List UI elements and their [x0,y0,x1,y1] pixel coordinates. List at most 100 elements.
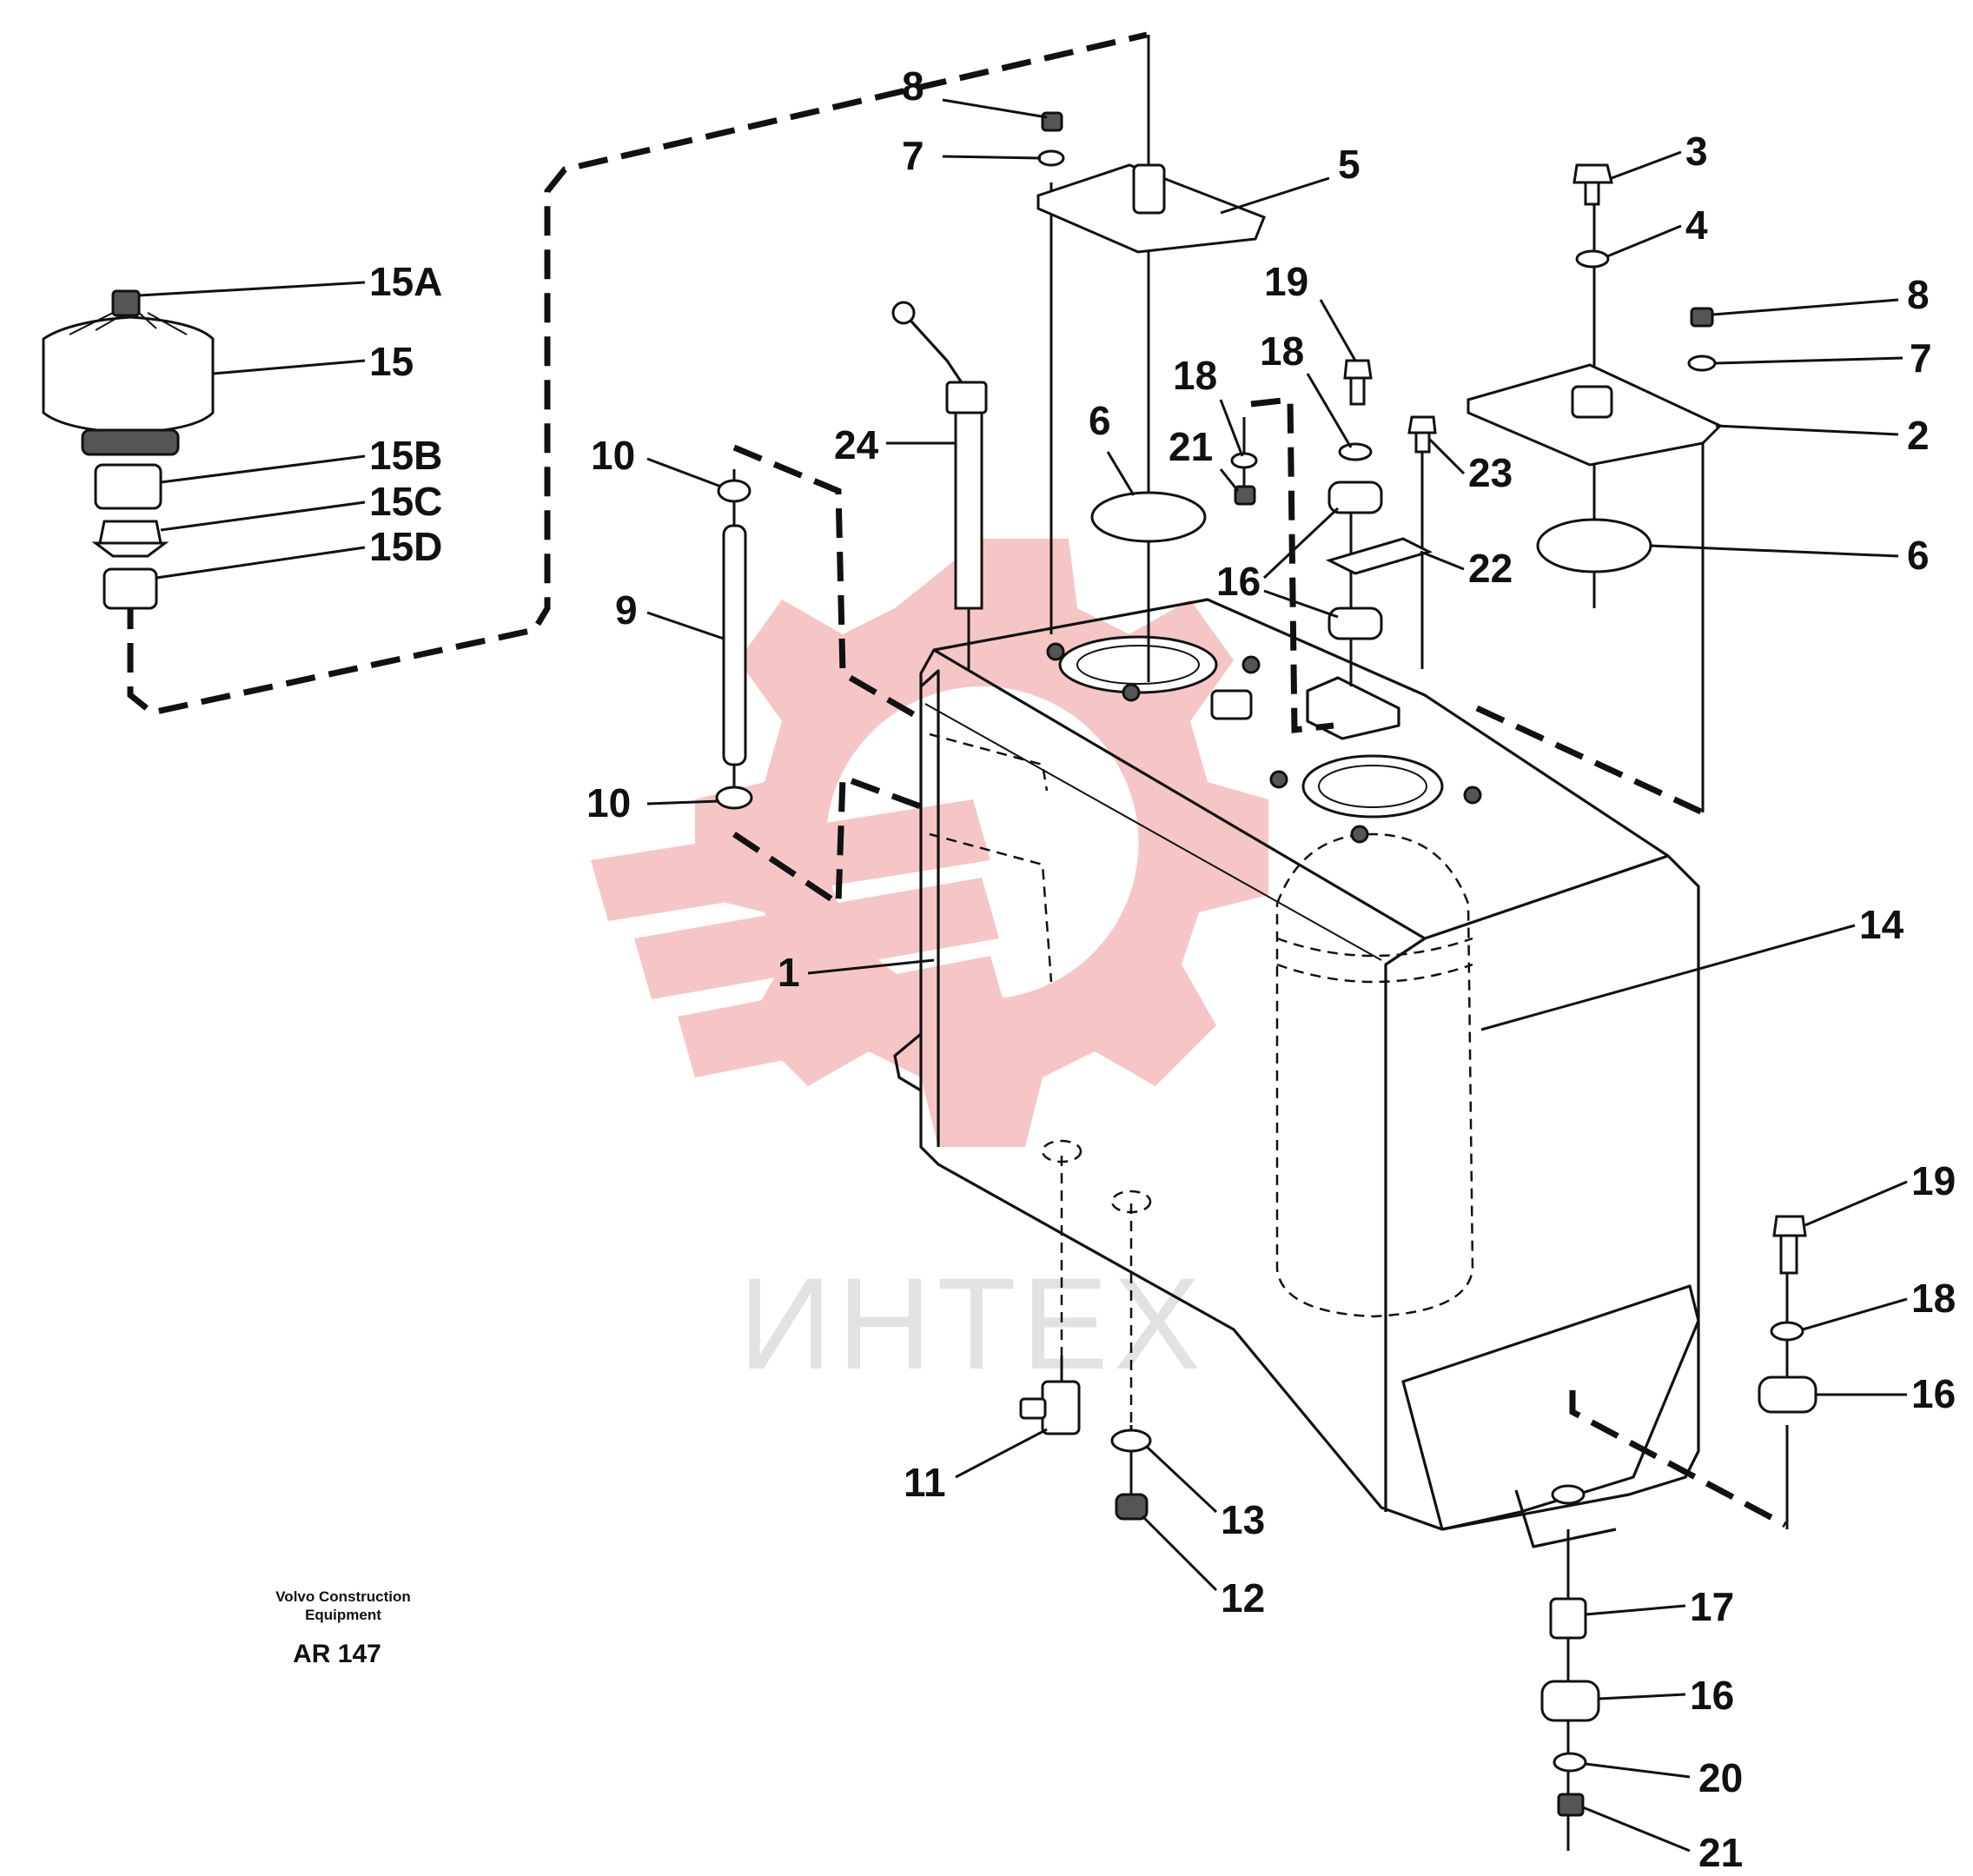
callouts: 8 7 5 15A 15 15B 15C 15D 24 6 10 9 10 1 … [369,63,1956,1875]
clip-10-top [717,479,751,503]
tank-side-plate [919,669,940,1147]
leader-6b [1650,544,1899,558]
dash-bracket-right [1569,1390,1787,1528]
bracket-outline [1401,1284,1700,1531]
callout-15d: 15D [369,524,442,569]
callout-15c: 15C [369,479,442,524]
pipe-24-group [891,301,988,610]
lower-bracket [1401,1284,1700,1548]
nut-8-right [1690,307,1714,328]
callout-13: 13 [1221,1497,1265,1542]
leader-15a [138,281,366,297]
bolt-3 [1572,163,1613,206]
nut-8-top [1041,111,1063,132]
leader-10b [646,799,720,805]
leader-14 [1480,924,1856,1031]
leader-8a [942,98,1048,119]
pipe-24-bend [902,311,966,388]
callout-19b: 19 [1911,1158,1956,1203]
callout-5: 5 [1338,142,1361,187]
leader-6a [1106,451,1135,496]
callout-16a: 16 [1216,559,1261,604]
filter-nut-15a [111,289,141,317]
leader-16a [1262,507,1340,580]
tank-side-tab [893,1032,923,1092]
leader-19a [1319,299,1357,361]
leader-23 [1427,437,1466,475]
tank-bolt-6 [1350,825,1369,844]
plate-5-boss [1132,163,1166,215]
tank-bracket-top [1306,676,1400,740]
callout-7b: 7 [1910,335,1932,381]
watermark-text: ИНТЕХ [738,1250,1206,1396]
tank-bolt-1 [1046,642,1065,661]
callout-23: 23 [1468,450,1513,495]
leader-16b [1263,589,1339,619]
leader-15c [160,500,366,532]
lower-mount-group [1540,1215,1817,1817]
hidden-pipe-upper [929,733,1053,983]
leader-18b [1219,399,1244,457]
leader-16d [1598,1693,1686,1700]
rubber-16-top [1327,481,1383,514]
filter-sleeve-15d [103,567,158,610]
upper-mount-group [1230,359,1437,640]
washer-18-top [1338,442,1373,461]
dash-filter-line [127,31,1148,716]
bolt-19-bottom [1772,1215,1807,1275]
leader-lines [138,98,1908,1853]
watermark-swoosh-2 [634,878,999,999]
valve-11-body [1041,1380,1081,1435]
leader-8b [1712,298,1899,316]
rubber-16-mid [1327,607,1383,640]
callout-7a: 7 [902,133,924,178]
callout-3: 3 [1685,129,1708,174]
hidden-drain-2-cap [1110,1190,1152,1214]
dash-pipe-top [732,444,927,725]
callout-15a: 15A [369,259,442,304]
leader-12 [1141,1515,1218,1592]
leader-5 [1220,176,1330,215]
clip-10-bottom [715,786,753,810]
callout-6b: 6 [1907,533,1930,578]
leader-21a [1219,468,1240,492]
callout-21b: 21 [1698,1830,1743,1875]
callout-2: 2 [1907,413,1930,458]
oring-6-left [1090,491,1207,543]
callout-20: 20 [1698,1755,1743,1800]
leader-11 [955,1428,1048,1479]
callout-8a: 8 [902,63,924,109]
plug-12 [1115,1493,1149,1521]
bracket-tab [1514,1489,1617,1548]
pipe-24-fitting [945,381,988,414]
tank-top-ring-inner [1076,645,1200,685]
callout-18c: 18 [1911,1276,1956,1321]
tank-front-panel [1384,854,1669,1512]
tank-fitting-1 [1210,689,1253,720]
leader-17 [1585,1604,1686,1616]
bolt-23 [1407,415,1437,454]
valve-11-spout [1019,1397,1047,1420]
plate-2-boss [1571,385,1613,419]
callout-17: 17 [1690,1584,1734,1629]
dash-mount-1 [1250,396,1334,733]
callout-16d: 16 [1690,1673,1734,1718]
breather-filter [42,289,215,610]
filter-cone-15c [91,520,169,558]
bracket-hole [1551,1484,1586,1505]
leader-22 [1420,550,1465,571]
callout-18b: 18 [1173,353,1217,398]
filter-clamp [81,428,180,456]
washer-18-left [1230,452,1258,469]
plate-2-group [1467,163,1723,573]
callout-4: 4 [1685,202,1708,248]
callout-15: 15 [369,339,414,384]
dash-pipe-bottom [732,773,927,910]
rubber-16-right [1758,1376,1817,1414]
strainer-ribs [1276,937,1473,984]
callout-22: 22 [1468,546,1513,591]
company-line-2: Equipment [305,1607,381,1623]
spacer-17 [1549,1597,1587,1640]
callout-15b: 15B [369,433,442,478]
leader-10a [646,457,722,488]
